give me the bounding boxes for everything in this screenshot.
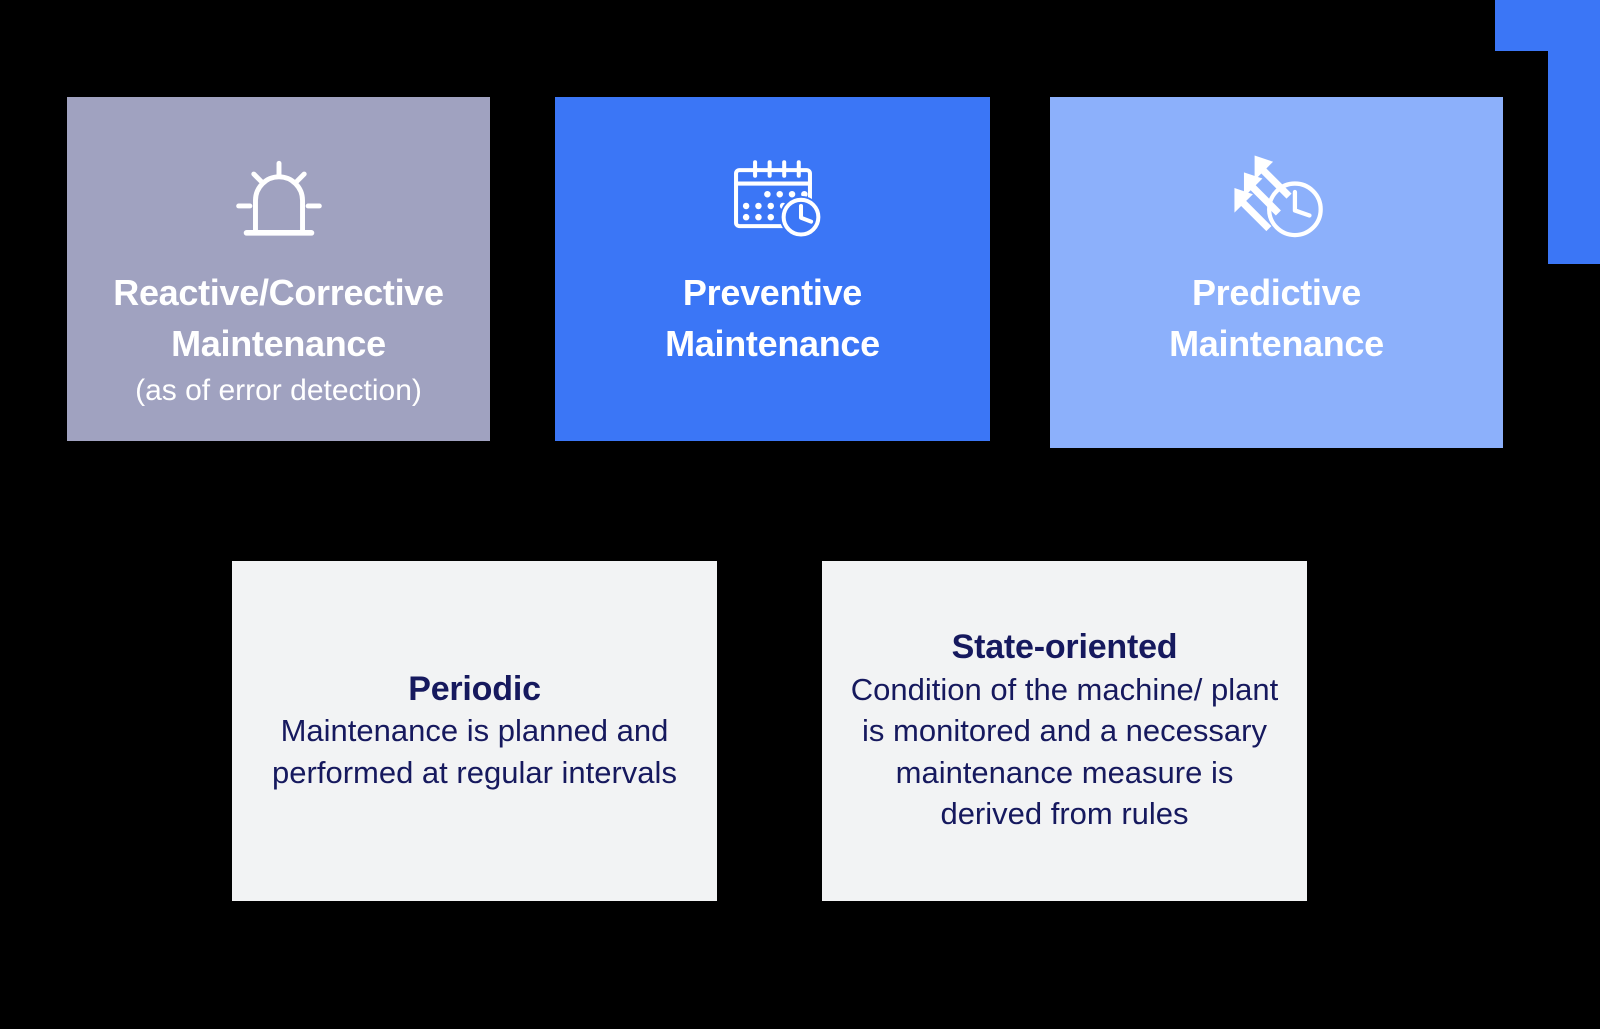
arrows-clock-icon [1233,155,1323,238]
card-periodic[interactable]: Periodic Maintenance is planned and perf… [232,561,717,901]
trend-arrows [1233,155,1292,232]
card-title: Reactive/Corrective Maintenance [113,272,444,365]
card-title: Periodic [408,669,541,708]
card-predictive-maintenance[interactable]: Predictive Maintenance [1050,97,1503,448]
card-description: Condition of the machine/ plant is monit… [850,671,1279,832]
card-description: Maintenance is planned and performed at … [272,713,677,790]
card-reactive-corrective-maintenance[interactable]: Reactive/Corrective Maintenance (as of e… [67,97,490,441]
card-subtitle: (as of error detection) [135,374,422,408]
card-title: Predictive Maintenance [1169,272,1384,365]
card-title: Preventive Maintenance [665,272,880,365]
corner-accent-stem-block [1548,0,1600,264]
corner-accent-shape [1495,0,1600,264]
card-title: State-oriented [951,628,1178,667]
corner-accent-top-block [1495,0,1600,51]
card-preventive-maintenance[interactable]: Preventive Maintenance [555,97,990,441]
alarm-beacon-icon [235,160,322,236]
calendar-clock-icon [733,160,822,239]
card-state-oriented[interactable]: State-oriented Condition of the machine/… [822,561,1307,901]
